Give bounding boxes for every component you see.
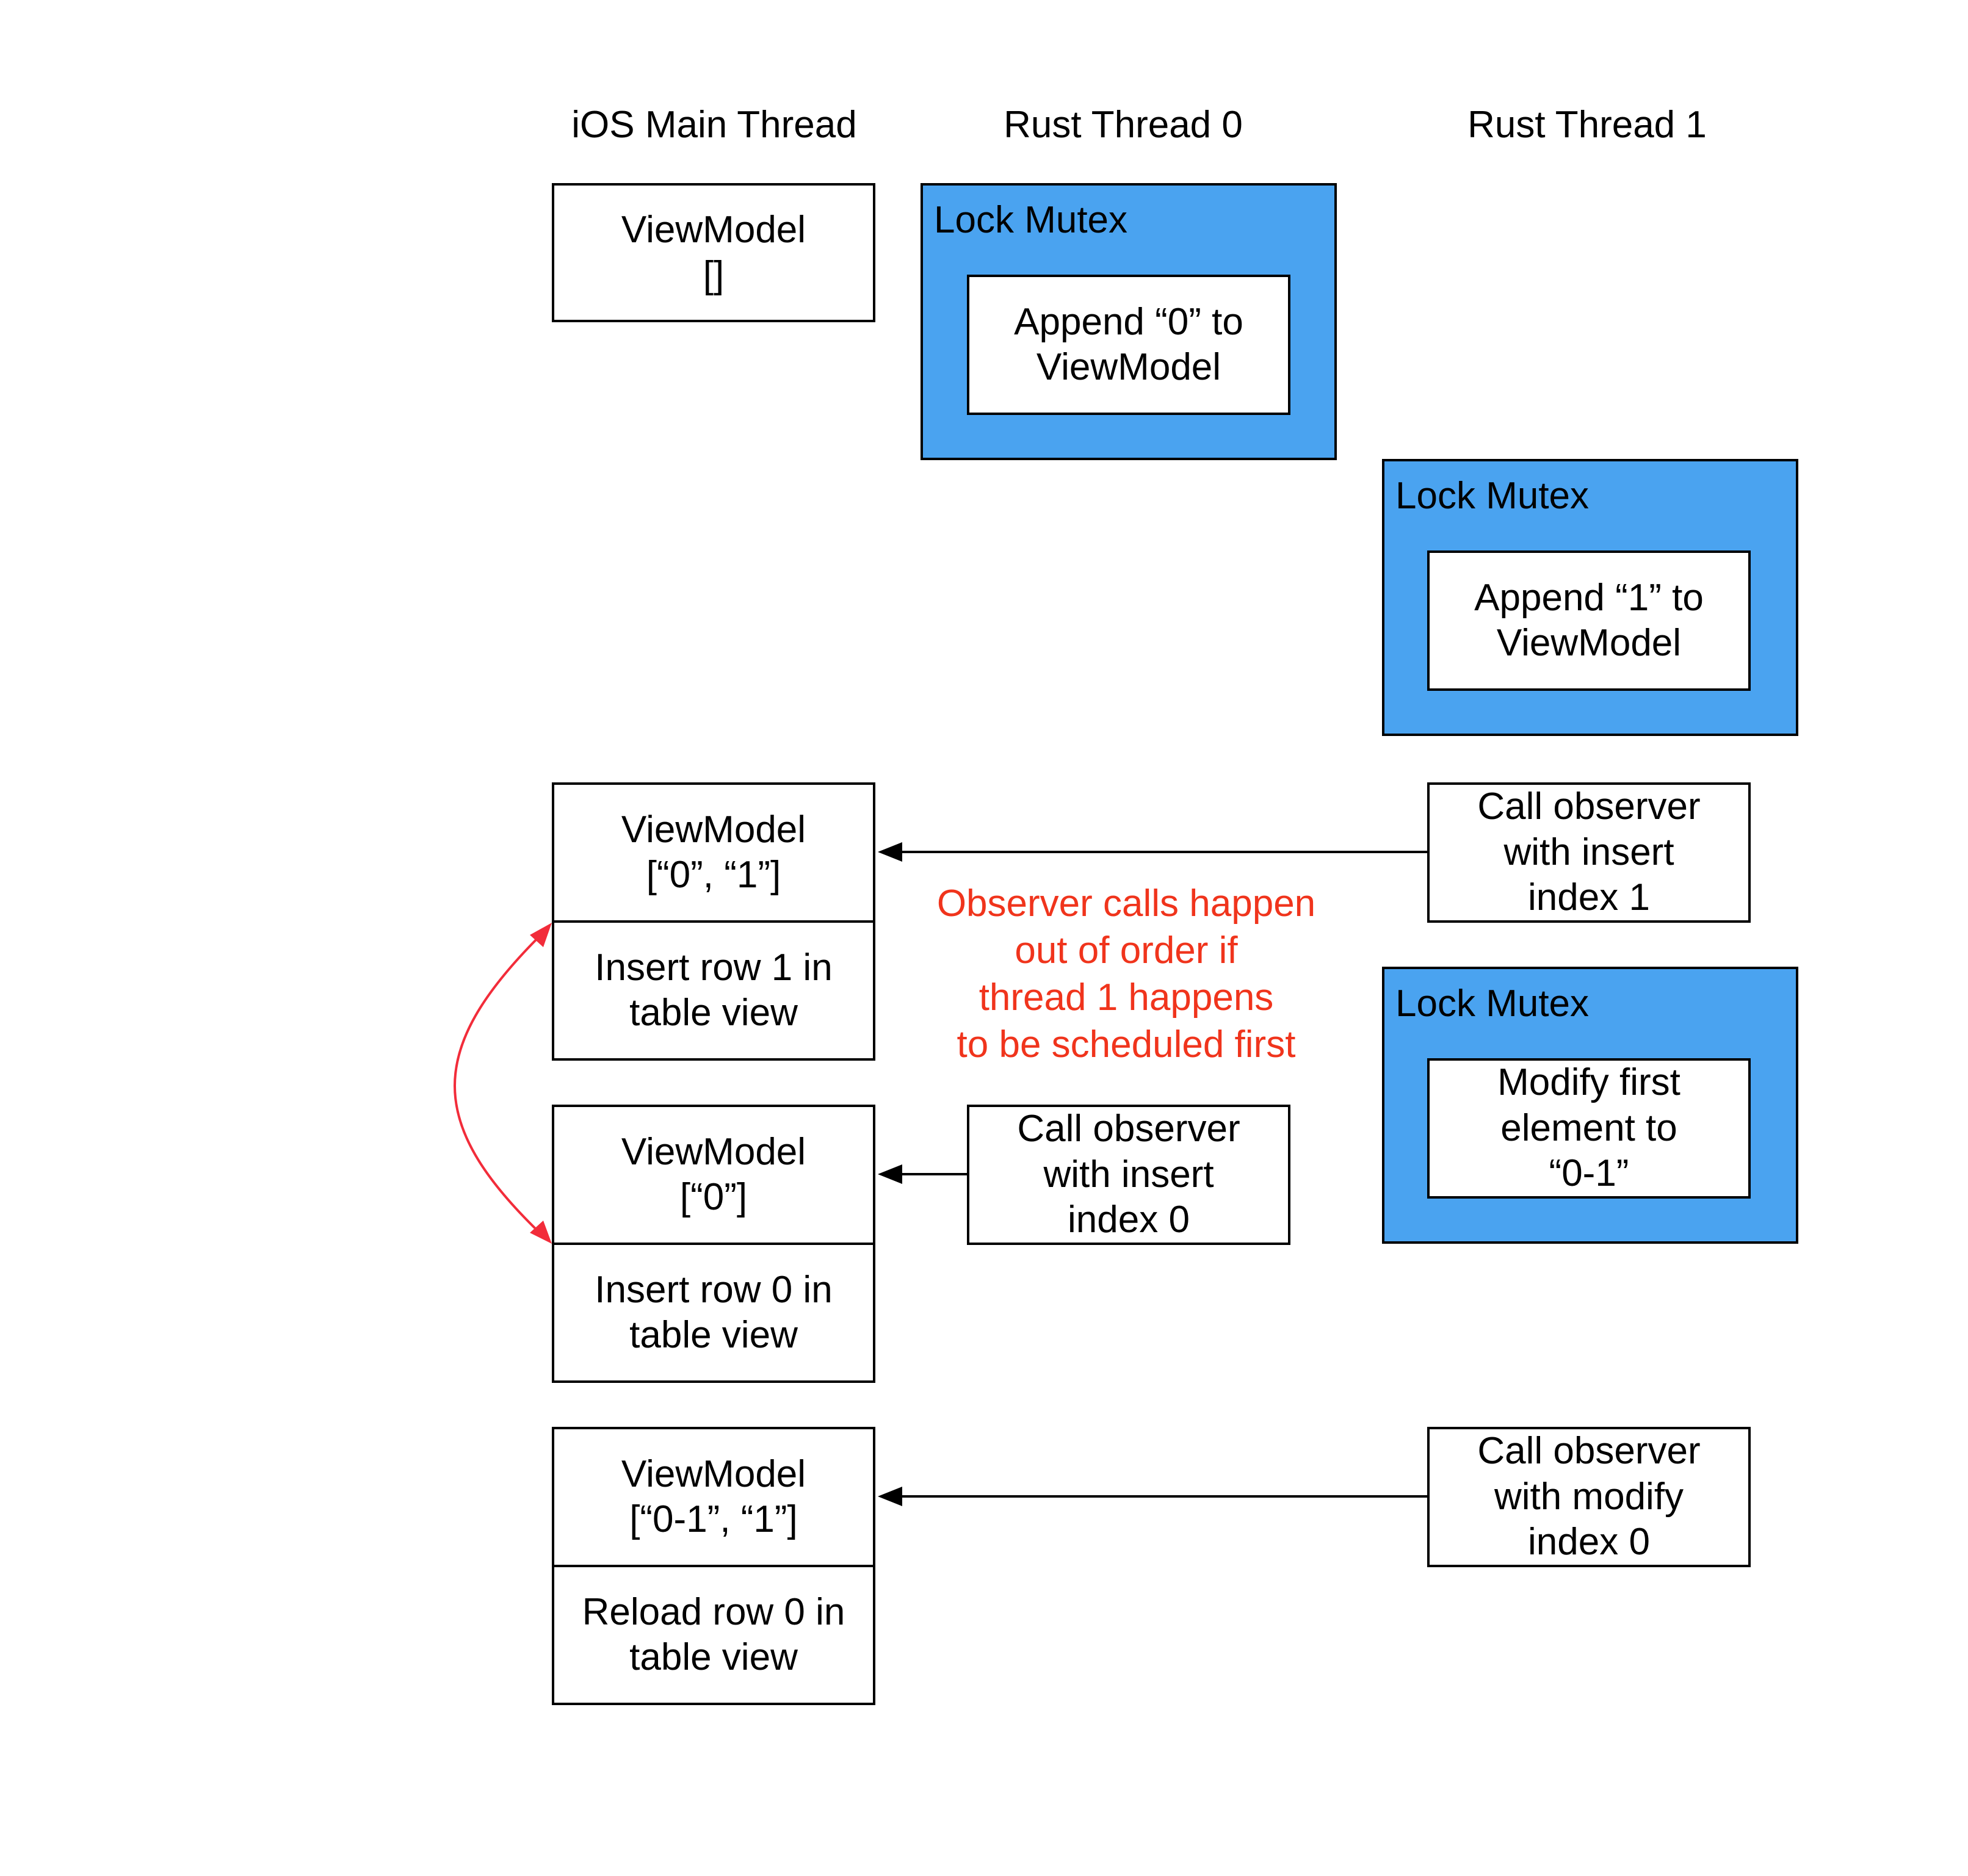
append-1-text: Append “1” to ViewModel [1474, 576, 1704, 664]
viewmodel-modified-box: ViewModel [“0-1”, “1”] [552, 1427, 875, 1567]
header-rust-thread-1: Rust Thread 1 [1467, 104, 1707, 146]
insert-row-0-text: Insert row 0 in table view [595, 1268, 833, 1356]
call-observer-modify-0-box: Call observer with modify index 0 [1427, 1427, 1751, 1567]
rust1-lock-mutex-label-1: Lock Mutex [1395, 475, 1590, 517]
viewmodel-one-item-text: ViewModel [“0”] [621, 1130, 806, 1218]
viewmodel-one-item-box: ViewModel [“0”] [552, 1105, 875, 1245]
call-observer-insert-0-box: Call observer with insert index 0 [967, 1105, 1290, 1245]
rust1-lock-mutex-label-2: Lock Mutex [1395, 983, 1590, 1025]
viewmodel-modified-text: ViewModel [“0-1”, “1”] [621, 1452, 806, 1540]
call-observer-insert-0-text: Call observer with insert index 0 [1017, 1108, 1240, 1241]
header-ios-main-thread: iOS Main Thread [571, 104, 857, 146]
reload-row-0-box: Reload row 0 in table view [552, 1565, 875, 1705]
append-0-text: Append “0” to ViewModel [1014, 300, 1243, 388]
insert-row-1-text: Insert row 1 in table view [595, 946, 833, 1034]
append-1-box: Append “1” to ViewModel [1427, 550, 1751, 691]
modify-first-element-text: Modify first element to “0-1” [1497, 1061, 1680, 1195]
viewmodel-two-items-box: ViewModel [“0”, “1”] [552, 782, 875, 923]
append-0-box: Append “0” to ViewModel [967, 275, 1290, 415]
arrow-insert-0-to-viewmodel [878, 1164, 967, 1184]
viewmodel-initial-text: ViewModel [] [621, 208, 806, 296]
call-observer-insert-1-text: Call observer with insert index 1 [1477, 785, 1701, 919]
call-observer-modify-0-text: Call observer with modify index 0 [1477, 1430, 1701, 1564]
insert-row-0-box: Insert row 0 in table view [552, 1243, 875, 1383]
arrow-insert-1-to-viewmodel [878, 842, 1427, 862]
viewmodel-initial-box: ViewModel [] [552, 183, 875, 322]
modify-first-element-box: Modify first element to “0-1” [1427, 1058, 1751, 1199]
call-observer-insert-1-box: Call observer with insert index 1 [1427, 782, 1751, 923]
reload-row-0-text: Reload row 0 in table view [582, 1590, 845, 1678]
swap-order-arrow [454, 923, 552, 1244]
viewmodel-two-items-text: ViewModel [“0”, “1”] [621, 808, 806, 896]
insert-row-1-box: Insert row 1 in table view [552, 920, 875, 1061]
arrow-modify-0-to-viewmodel [878, 1487, 1427, 1506]
header-rust-thread-0: Rust Thread 0 [1004, 104, 1243, 146]
rust0-lock-mutex-label: Lock Mutex [934, 199, 1128, 241]
out-of-order-note: Observer calls happen out of order if th… [936, 882, 1316, 1066]
